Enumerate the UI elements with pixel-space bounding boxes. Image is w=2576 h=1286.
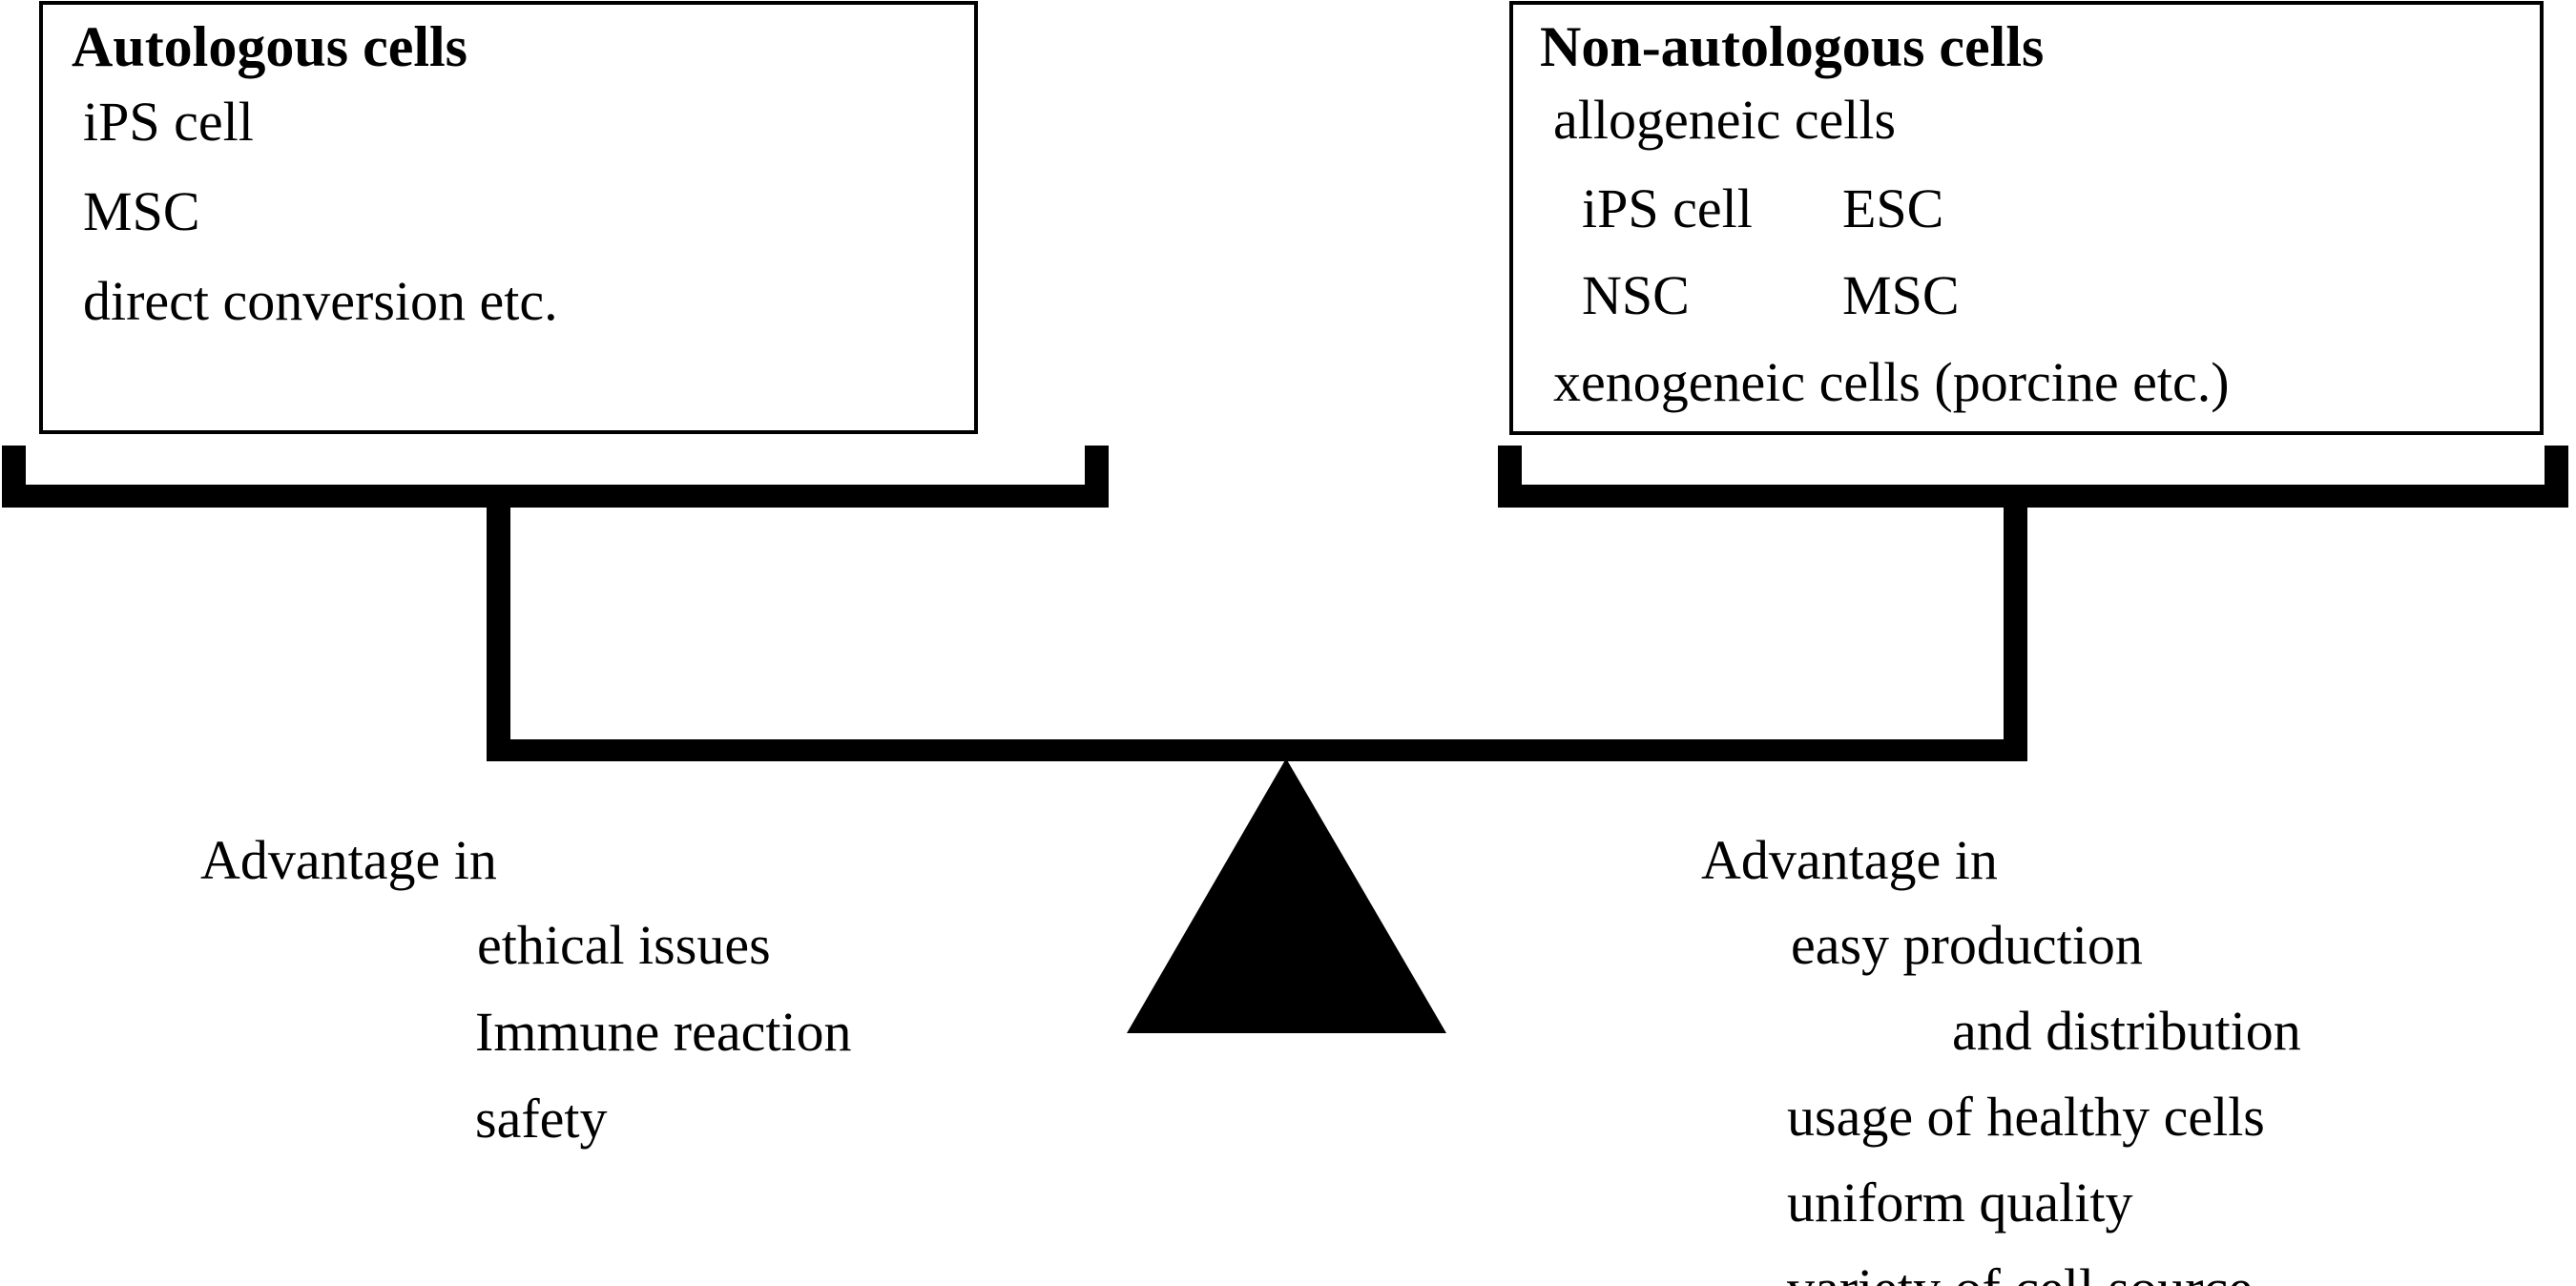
fulcrum-triangle-icon bbox=[1127, 758, 1446, 1033]
autologous-cells-item-direct-conversion: direct conversion etc. bbox=[83, 270, 558, 332]
right-pan-post-right bbox=[2545, 446, 2568, 488]
right-pan-post-left bbox=[1498, 446, 1522, 488]
non-autologous-item-msc: MSC bbox=[1842, 264, 1960, 326]
non-autologous-item-nsc: NSC bbox=[1582, 264, 1690, 326]
right-advantage-item-usage-of-healthy-cells: usage of healthy cells bbox=[1787, 1086, 2265, 1148]
non-autologous-item-xenogeneic: xenogeneic cells (porcine etc.) bbox=[1553, 351, 2230, 413]
autologous-cells-item-msc: MSC bbox=[83, 180, 200, 242]
left-pan-post-right bbox=[1085, 446, 1109, 488]
right-advantage-item-uniform-quality: uniform quality bbox=[1787, 1172, 2133, 1234]
balance-beam bbox=[487, 739, 2027, 761]
left-pan-post-left bbox=[2, 446, 26, 488]
non-autologous-item-esc: ESC bbox=[1842, 177, 1944, 239]
autologous-cells-box: Autologous cells iPS cell MSC direct con… bbox=[39, 1, 978, 434]
right-advantage-heading: Advantage in bbox=[1701, 829, 1998, 891]
non-autologous-item-ips: iPS cell bbox=[1582, 177, 1753, 239]
left-advantage-heading: Advantage in bbox=[200, 829, 497, 891]
right-pan-bar bbox=[1498, 485, 2568, 508]
right-pan-hanger bbox=[2004, 485, 2027, 761]
right-advantage-item-and-distribution: and distribution bbox=[1952, 1000, 2301, 1062]
left-pan-hanger bbox=[487, 485, 510, 761]
non-autologous-cells-title: Non-autologous cells bbox=[1540, 15, 2045, 78]
right-advantage-item-variety-of-cell-source: variety of cell source bbox=[1787, 1261, 2253, 1286]
non-autologous-cells-box: Non-autologous cells allogeneic cells iP… bbox=[1509, 1, 2544, 435]
autologous-cells-title: Autologous cells bbox=[72, 15, 468, 78]
left-pan-bar bbox=[2, 485, 1109, 508]
right-advantage-item-easy-production: easy production bbox=[1791, 914, 2143, 976]
left-advantage-item-ethical-issues: ethical issues bbox=[477, 914, 771, 976]
autologous-cells-item-ips: iPS cell bbox=[83, 91, 254, 153]
non-autologous-group-allogeneic: allogeneic cells bbox=[1553, 89, 1897, 151]
left-advantage-item-immune-reaction: Immune reaction bbox=[475, 1001, 852, 1063]
left-advantage-item-safety: safety bbox=[475, 1088, 608, 1150]
